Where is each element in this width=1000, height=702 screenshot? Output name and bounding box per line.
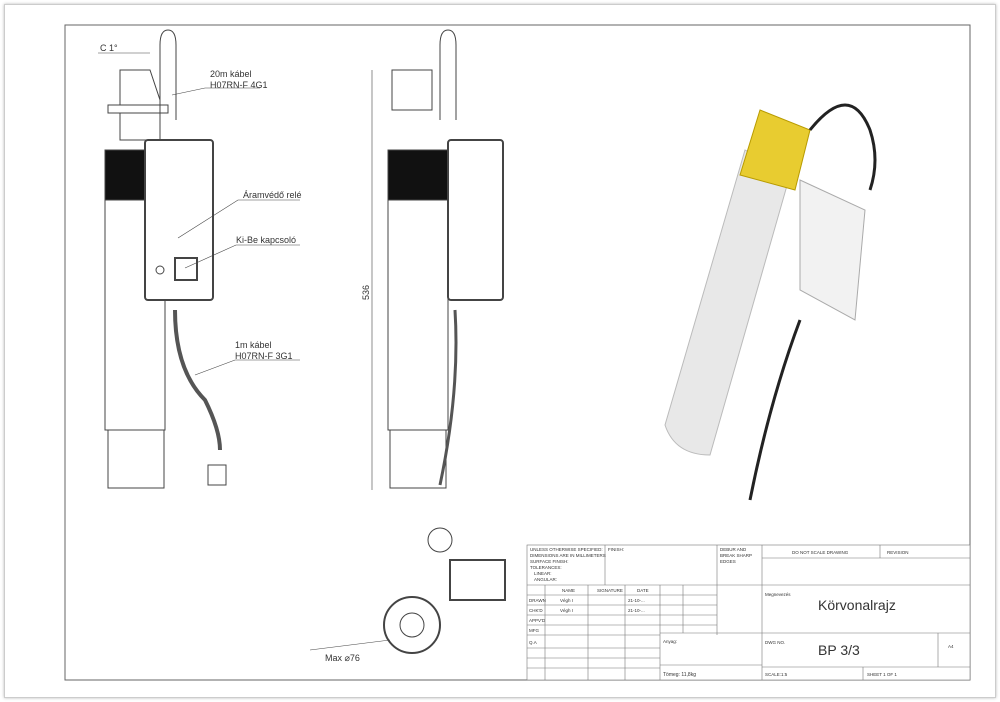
sheet-number: SHEET 1 OF 1 xyxy=(867,672,897,677)
header-signature: SIGNATURE xyxy=(597,588,623,593)
revision-label: REVISION xyxy=(887,550,909,555)
drawing-title: Körvonalrajz xyxy=(818,597,896,613)
spec-line: ANGULAR: xyxy=(534,577,557,582)
row-name: Végh I xyxy=(560,608,573,613)
scale: SCALE:1:5 xyxy=(765,672,788,677)
drawing-number: BP 3/3 xyxy=(818,642,860,658)
material-label: Anyag: xyxy=(663,639,677,644)
spec-line: LINEAR: xyxy=(534,571,552,576)
relay-label: Áramvédő relé xyxy=(243,190,302,200)
cable1-type: H07RN-F 4G1 xyxy=(210,80,268,90)
row-role: APPV'D xyxy=(529,618,546,623)
diameter-dimension: Max ⌀76 xyxy=(325,653,360,663)
header-name: NAME xyxy=(562,588,575,593)
header-date: DATE xyxy=(637,588,649,593)
debur-note: BREAK SHARP xyxy=(720,553,752,558)
row-date: 21-10-... xyxy=(628,598,645,603)
title-label: Megnevezés xyxy=(765,592,791,597)
debur-note: EDGES xyxy=(720,559,736,564)
row-role: CHK'D xyxy=(529,608,543,613)
do-not-scale-note: DO NOT SCALE DRAWING xyxy=(792,550,849,555)
spec-line: TOLERANCES: xyxy=(530,565,562,570)
sheet-size: A4 xyxy=(948,644,954,649)
cable1-label: 20m kábel xyxy=(210,69,252,79)
drawing-border xyxy=(64,24,971,681)
finish-label: FINISH: xyxy=(608,547,624,552)
debur-note: DEBUR AND xyxy=(720,547,747,552)
row-role: MFG xyxy=(529,628,539,633)
height-dimension: 536 xyxy=(361,285,371,300)
row-date: 21-10-... xyxy=(628,608,645,613)
cable2-label: 1m kábel xyxy=(235,340,272,350)
chamfer-label: C 1° xyxy=(100,43,118,53)
row-name: Végh I xyxy=(560,598,573,603)
pump-3d-render xyxy=(664,103,877,501)
dwg-no-label: DWG NO. xyxy=(765,640,785,645)
spec-line: UNLESS OTHERWISE SPECIFIED: xyxy=(530,547,603,552)
weight: Tömeg: 11,8kg xyxy=(663,672,696,678)
spec-line: DIMENSIONS ARE IN MILLIMETERS xyxy=(530,553,606,558)
pump-side-view xyxy=(371,29,504,490)
row-role: DRAWN xyxy=(529,598,546,603)
pump-top-view xyxy=(309,527,506,654)
cable2-type: H07RN-F 3G1 xyxy=(235,351,293,361)
spec-line: SURFACE FINISH: xyxy=(530,559,569,564)
pump-front-view xyxy=(104,29,227,489)
title-block xyxy=(526,544,971,681)
sheet-frame xyxy=(4,4,996,698)
row-role: Q.A xyxy=(529,640,537,645)
switch-label: Ki-Be kapcsoló xyxy=(236,235,296,245)
